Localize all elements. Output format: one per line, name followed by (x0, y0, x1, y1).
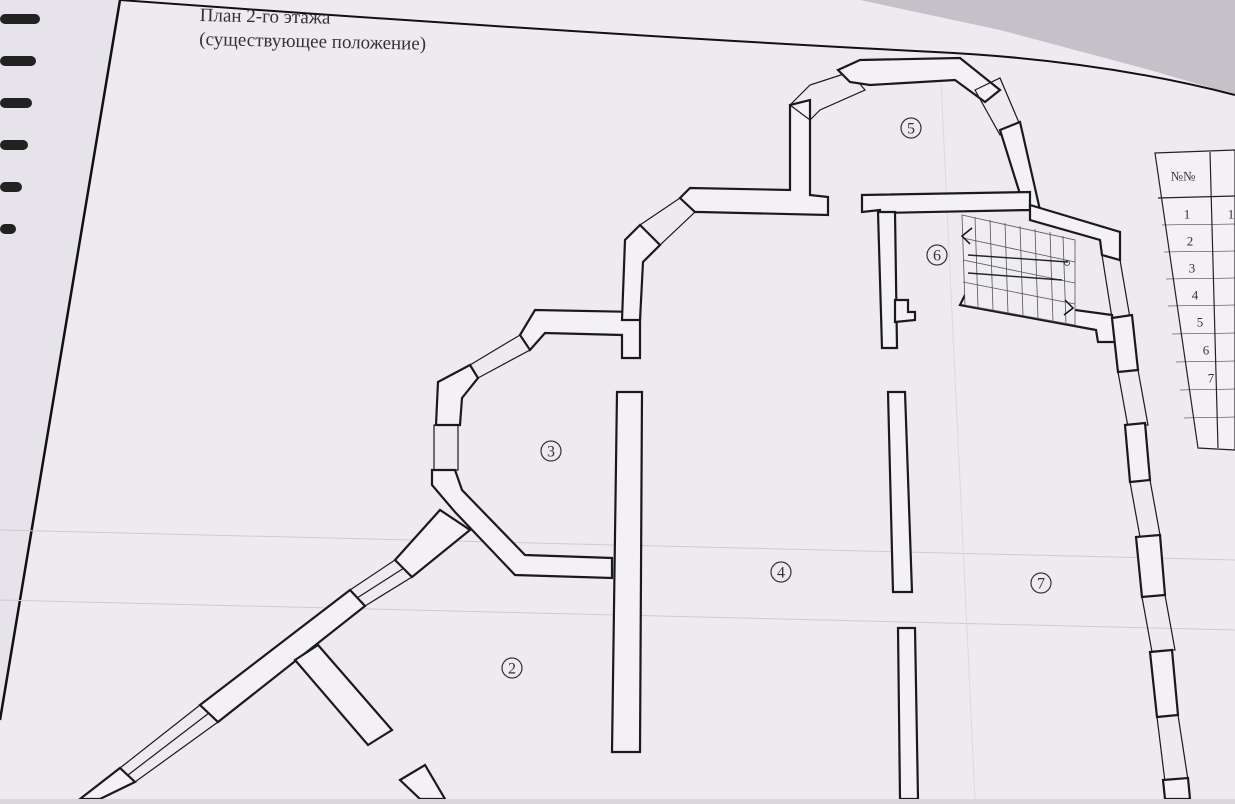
room-4-label: 4 (777, 565, 785, 582)
plan-title-line2: (существующее положение) (199, 28, 427, 55)
wall-pier (1123, 421, 1152, 484)
room-6-circle (926, 244, 948, 266)
table-header: №№ (1171, 169, 1196, 184)
wall-segment (393, 508, 472, 579)
table-row-3: 3 (1189, 261, 1196, 276)
wall-pier (1134, 533, 1167, 599)
window-diagonal-2 (349, 559, 413, 607)
window-east-2 (1117, 369, 1149, 428)
window-east-4 (1141, 594, 1176, 653)
room-4-circle (770, 561, 792, 583)
room-3-circle (540, 440, 562, 462)
table-row-7: 7 (1208, 371, 1215, 386)
table-row-2: 2 (1187, 234, 1194, 249)
room-7-circle (1030, 572, 1052, 594)
wall-room6-top (860, 190, 1032, 215)
window-room5-west (789, 71, 866, 121)
plan-title: План 2-го этажа (существующее положение) (199, 4, 427, 57)
room-2-circle (501, 657, 523, 679)
room-3-label: 3 (547, 444, 555, 461)
frame-border-top (119, 0, 1235, 96)
wall-room3-bottom (430, 468, 614, 580)
room-7-label: 7 (1037, 576, 1045, 593)
wall-interior-2 (886, 390, 914, 594)
table-row-5: 5 (1197, 315, 1204, 330)
spiral-binding (0, 14, 40, 234)
wall-segment (293, 643, 394, 747)
wall-room6-jog (893, 298, 917, 324)
wall-room6-west (876, 210, 899, 350)
staircase (960, 214, 1076, 326)
wall-room5-top (836, 56, 1002, 104)
wall-interior-3 (896, 626, 920, 801)
table-surface (860, 0, 1235, 95)
room-6-label: 6 (933, 248, 941, 265)
wall-pier (1161, 776, 1192, 801)
room-2-label: 2 (508, 661, 516, 678)
wall-segment (518, 308, 642, 360)
fold-line (939, 59, 976, 800)
table-row-1: 1 (1184, 207, 1191, 222)
table-row-4: 4 (1192, 288, 1199, 303)
table-row-6: 6 (1203, 343, 1210, 358)
wall-segment (678, 98, 830, 217)
table-cell-2-1: 1 (1228, 207, 1235, 222)
room-5-label: 5 (907, 121, 915, 138)
room-markers (501, 117, 1052, 679)
walls (76, 56, 1192, 801)
window-diagonal-1 (119, 704, 219, 783)
room-table (1154, 149, 1235, 451)
room-5-circle (900, 117, 922, 139)
wall-interior-1 (610, 390, 644, 754)
